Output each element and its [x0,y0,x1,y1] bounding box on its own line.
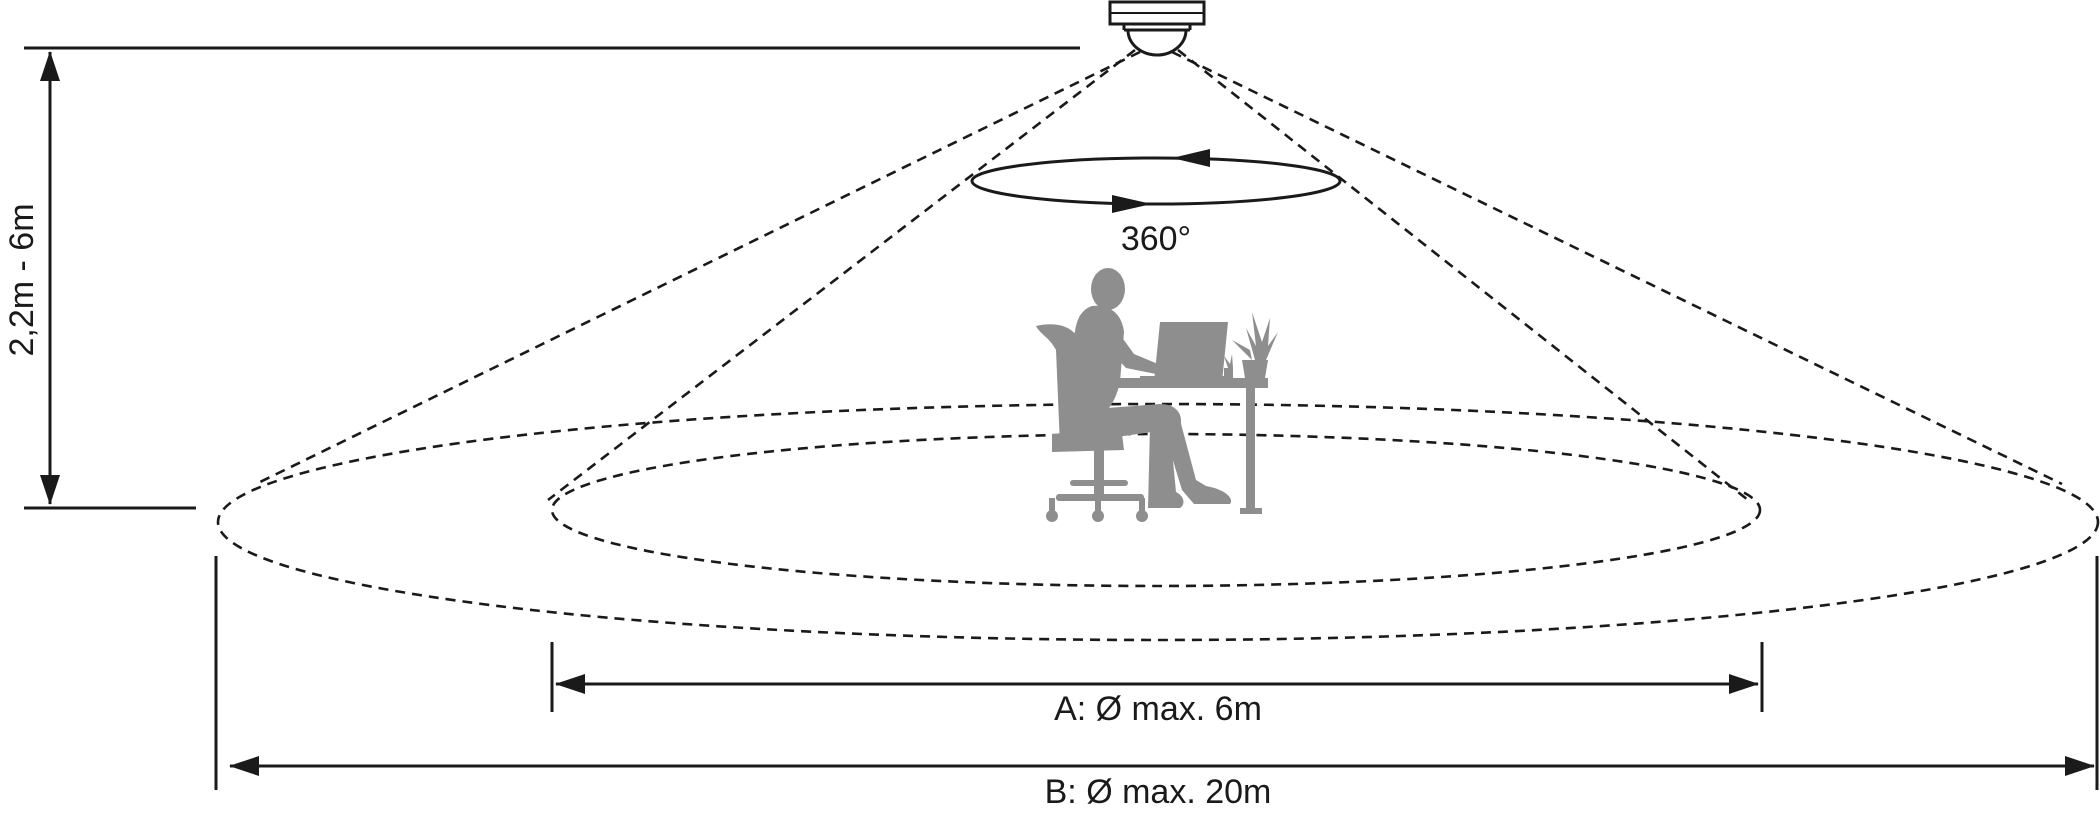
height-label: 2,2m - 6m [3,203,41,356]
rotation-ellipse [970,156,1342,206]
laptop-icon [1140,322,1228,382]
desk-icon [1118,378,1268,514]
rotation-label: 360° [1121,220,1191,258]
plant-icon [1224,312,1278,384]
ceiling-sensor-icon [1108,0,1206,57]
detection-zone-b [216,402,2100,642]
person-at-desk-icon [1036,268,1232,522]
detection-cone-lines [255,48,2063,502]
range-b-label: B: Ø max. 20m [1045,773,1272,811]
range-a-label: A: Ø max. 6m [1054,690,1262,728]
rotation-arrowhead-top [1172,149,1210,167]
rotation-arrowhead-bottom [1112,195,1152,213]
